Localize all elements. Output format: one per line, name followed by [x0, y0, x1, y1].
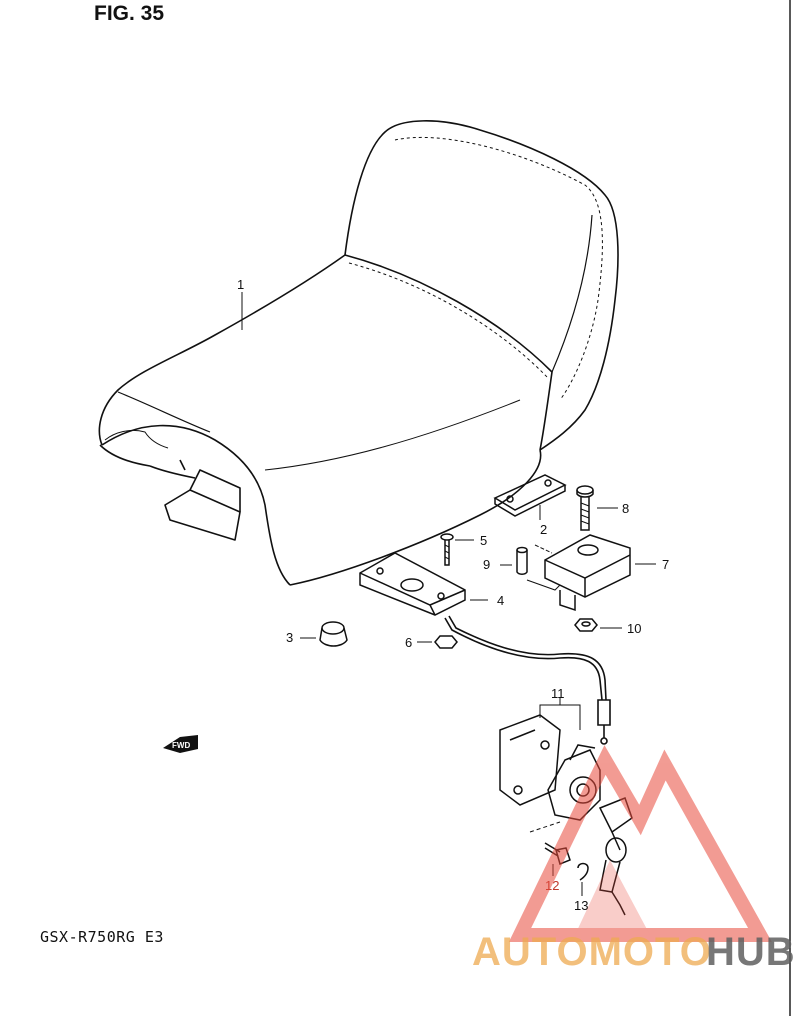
- callout-9: 9: [483, 557, 490, 572]
- watermark-text-hub: HUB: [706, 930, 796, 974]
- part-11-lock-assembly: [499, 697, 633, 916]
- callout-11: 11: [551, 686, 565, 701]
- callout-8: 8: [622, 501, 629, 516]
- part-10-nut: [574, 618, 622, 632]
- part-2-plate: [493, 474, 567, 520]
- fwd-arrow: FWD: [163, 735, 198, 753]
- part-13-clip: [577, 862, 589, 896]
- seat-drawing: [98, 120, 619, 586]
- part-4-lock-base: [359, 552, 488, 616]
- part-3-cap: [300, 621, 348, 647]
- callout-7: 7: [662, 557, 669, 572]
- part-6-nut: [417, 635, 458, 649]
- callout-10: 10: [627, 621, 641, 636]
- callout-1: 1: [237, 277, 244, 292]
- model-code: GSX-R750RG E3: [40, 928, 164, 946]
- callout-5: 5: [480, 533, 487, 548]
- callout-13: 13: [574, 898, 588, 913]
- part-9-spacer: [500, 544, 561, 591]
- callout-2: 2: [540, 522, 547, 537]
- watermark-text-automoto: AUTOMOTO: [472, 930, 712, 974]
- callout-3: 3: [286, 630, 293, 645]
- figure-title: FIG. 35: [94, 2, 165, 25]
- lock-cable: [444, 615, 611, 745]
- callout-6: 6: [405, 635, 412, 650]
- callout-4: 4: [497, 593, 504, 608]
- watermark-logo: [508, 745, 772, 942]
- part-5-screw: [440, 533, 474, 566]
- fwd-label: FWD: [172, 741, 190, 750]
- part-8-bolt: [576, 485, 618, 531]
- part-7-bracket: [544, 534, 656, 612]
